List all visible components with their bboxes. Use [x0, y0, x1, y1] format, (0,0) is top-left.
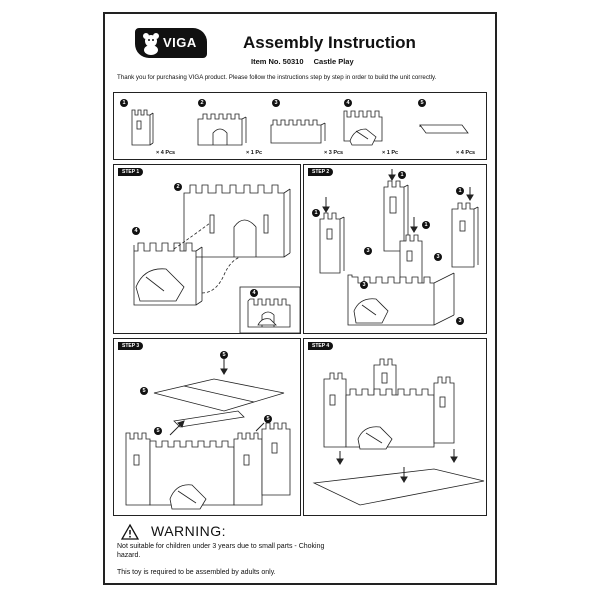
- callout-number: 4: [132, 227, 140, 235]
- part-number: 1: [120, 99, 128, 107]
- intro-text: Thank you for purchasing VIGA product. P…: [117, 74, 437, 81]
- callout-number: 5: [154, 427, 162, 435]
- adult-assembly-note: This toy is required to be assembled by …: [117, 569, 276, 576]
- part-quantity: × 4 Pcs: [156, 150, 176, 156]
- callout-number: 1: [398, 171, 406, 179]
- callout-number: 5: [264, 415, 272, 423]
- viga-logo: VIGA: [135, 28, 207, 58]
- step-2-panel: STEP 2: [303, 164, 487, 334]
- callout-number: 2: [174, 183, 182, 191]
- step-label: STEP 4: [308, 342, 334, 350]
- warning-heading-text: WARNING:: [151, 523, 227, 539]
- warning-triangle-icon: [120, 523, 140, 540]
- step-1-diagram: [133, 184, 301, 334]
- step-1-panel: STEP 1 2 4 4: [113, 164, 301, 334]
- step-label: STEP 3: [118, 342, 144, 350]
- callout-number: 5: [220, 351, 228, 359]
- tower-piece-image: [131, 109, 154, 146]
- warning-section: WARNING: Not suitable for children under…: [113, 519, 487, 581]
- callout-number: 3: [456, 317, 464, 325]
- part-quantity: × 1 Pc: [382, 150, 399, 156]
- bear-icon: [143, 33, 159, 55]
- item-info: Item No. 50310 Castle Play: [251, 57, 354, 66]
- callout-number: 1: [456, 187, 464, 195]
- part-quantity: × 1 Pc: [246, 150, 263, 156]
- step-3-panel: STEP 3 5 5 5 5: [113, 338, 301, 516]
- part-number: 5: [418, 99, 426, 107]
- instruction-sheet: VIGA Assembly Instruction Item No. 50310…: [103, 12, 497, 585]
- step-3-diagram: [125, 359, 291, 510]
- item-name: Castle Play: [313, 57, 354, 66]
- callout-number: 1: [312, 209, 320, 217]
- step-4-diagram: [312, 358, 485, 506]
- page-title: Assembly Instruction: [243, 33, 416, 52]
- part-number: 2: [198, 99, 206, 107]
- callout-number: 5: [140, 387, 148, 395]
- step-2-diagram: [319, 169, 479, 326]
- part-number: 4: [344, 99, 352, 107]
- part-quantity: × 4 Pcs: [456, 150, 476, 156]
- callout-number: 3: [360, 281, 368, 289]
- brand-name: VIGA: [163, 35, 197, 50]
- part-quantity: × 3 Pcs: [324, 150, 344, 156]
- wall-piece-image: [270, 119, 326, 144]
- gate-wall-piece-image: [197, 113, 247, 146]
- step-4-panel: STEP 4: [303, 338, 487, 516]
- drawbridge-piece-image: [343, 110, 383, 146]
- parts-list: 1 × 4 Pcs 2 × 1 Pc 3 × 3 Pcs 4 × 1 Pc: [113, 92, 487, 160]
- part-number: 3: [272, 99, 280, 107]
- floor-plank-image: [419, 124, 469, 134]
- item-number: Item No. 50310: [251, 57, 304, 66]
- step-label: STEP 1: [118, 168, 144, 176]
- callout-number: 3: [434, 253, 442, 261]
- step-label: STEP 2: [308, 168, 334, 176]
- callout-number: 1: [422, 221, 430, 229]
- warning-text: Not suitable for children under 3 years …: [117, 543, 325, 559]
- callout-number: 4: [250, 289, 258, 297]
- callout-number: 3: [364, 247, 372, 255]
- warning-heading: WARNING:: [125, 523, 226, 539]
